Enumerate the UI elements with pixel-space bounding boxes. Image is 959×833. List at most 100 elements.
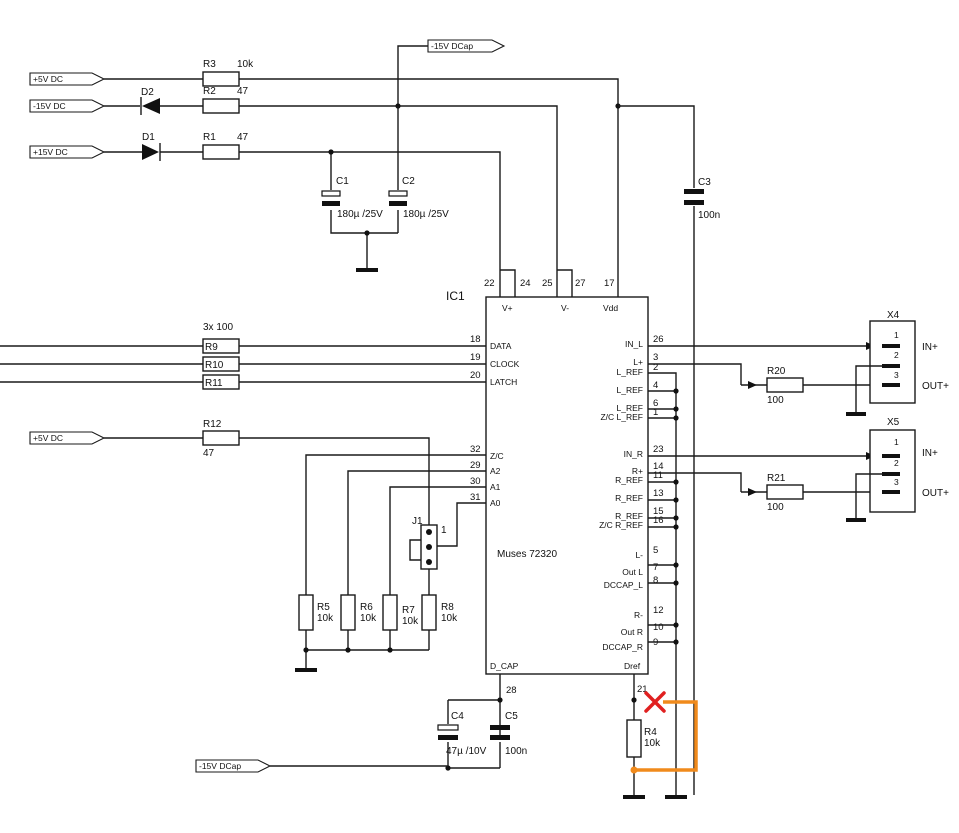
pin-23: 23 bbox=[653, 444, 664, 455]
capacitor-c3-a bbox=[684, 189, 704, 194]
x4-in: IN+ bbox=[922, 342, 938, 353]
pin-31: 31 bbox=[470, 492, 481, 503]
resistor-r5 bbox=[298, 594, 314, 631]
sig-out-r: Out R bbox=[621, 627, 643, 637]
port-m15v-dcap-top: -15V DCap bbox=[427, 39, 506, 53]
port-m15v-dcap-top-label: -15V DCap bbox=[431, 41, 473, 51]
pin-15: 15 bbox=[653, 506, 664, 517]
sig-r-ref: R_REF bbox=[615, 511, 643, 521]
r5-value: 10k bbox=[317, 613, 334, 624]
sig-r-: R- bbox=[634, 610, 643, 620]
pin-29: 29 bbox=[470, 460, 481, 471]
highlight-node bbox=[630, 766, 638, 774]
sig-l-ref: L_REF bbox=[617, 367, 643, 377]
c1-value: 180µ /25V bbox=[337, 209, 383, 220]
sig-data: DATA bbox=[490, 341, 512, 351]
pin-3: 3 bbox=[653, 352, 658, 363]
sig-a0: A0 bbox=[490, 498, 501, 508]
ic1-name: Muses 72320 bbox=[497, 549, 557, 560]
c5-ref: C5 bbox=[505, 711, 518, 722]
resistor-r2 bbox=[202, 98, 240, 114]
ic1-vdd: Vdd bbox=[603, 303, 618, 313]
connector-x4: X4 1 2 3 IN+ OUT+ bbox=[846, 310, 949, 416]
r5-ref: R5 bbox=[317, 602, 330, 613]
resistor-r12 bbox=[202, 430, 240, 446]
diode-d2 bbox=[142, 98, 160, 114]
sig-r-ref: R_REF bbox=[615, 493, 643, 503]
pin-1: 1 bbox=[653, 407, 658, 418]
capacitor-c4-plus bbox=[437, 724, 459, 731]
diode-d1 bbox=[142, 144, 159, 160]
sig-l-: L- bbox=[635, 550, 643, 560]
pin-13: 13 bbox=[653, 488, 664, 499]
pin-22: 22 bbox=[484, 278, 495, 289]
pin-14: 14 bbox=[653, 461, 664, 472]
j1-pin1: 1 bbox=[441, 525, 447, 536]
x5-in: IN+ bbox=[922, 448, 938, 459]
c4-value: 47µ /10V bbox=[446, 746, 487, 757]
r2-ref: R2 bbox=[203, 86, 216, 97]
port-p5v-top: +5V DC bbox=[29, 72, 106, 86]
resistor-r20 bbox=[766, 377, 804, 393]
r21-ref: R21 bbox=[767, 473, 786, 484]
pin-17: 17 bbox=[604, 278, 615, 289]
x4-ref: X4 bbox=[887, 310, 900, 321]
pin-16: 16 bbox=[653, 515, 664, 526]
connector-x5: X5 1 2 3 IN+ OUT+ bbox=[846, 417, 949, 522]
r-array-label: 3x 100 bbox=[203, 322, 233, 333]
r4-value: 10k bbox=[644, 738, 661, 749]
capacitor-c2 bbox=[389, 201, 407, 206]
port-p5v-mid: +5V DC bbox=[29, 431, 106, 445]
r6-value: 10k bbox=[360, 613, 377, 624]
resistor-r8 bbox=[421, 594, 437, 631]
port-m15v-dcap-bot-label: -15V DCap bbox=[199, 761, 241, 771]
ic1-vminus: V- bbox=[561, 303, 569, 313]
r7-ref: R7 bbox=[402, 605, 415, 616]
port-p5v-top-label: +5V DC bbox=[33, 74, 63, 84]
x5-p1: 1 bbox=[894, 437, 899, 447]
sig-dccap-r: DCCAP_R bbox=[602, 642, 643, 652]
r9-ref: R9 bbox=[205, 342, 218, 353]
r8-value: 10k bbox=[441, 613, 458, 624]
x4-p3: 3 bbox=[894, 370, 899, 380]
j1-ref: J1 bbox=[412, 516, 423, 527]
sig-r-ref: R_REF bbox=[615, 475, 643, 485]
capacitor-c5-a bbox=[490, 725, 510, 730]
pin-28: 28 bbox=[506, 685, 517, 696]
port-p5v-mid-label: +5V DC bbox=[33, 433, 63, 443]
jumper-j1[interactable]: J1 1 bbox=[409, 516, 447, 570]
port-m15v-dcap-bot: -15V DCap bbox=[195, 759, 272, 773]
pin-2: 2 bbox=[653, 362, 658, 373]
sig-latch: LATCH bbox=[490, 377, 517, 387]
x4-out: OUT+ bbox=[922, 381, 949, 392]
x4-p1: 1 bbox=[894, 330, 899, 340]
r3-value: 10k bbox=[237, 59, 254, 70]
resistor-r21 bbox=[766, 484, 804, 500]
pin-8: 8 bbox=[653, 575, 658, 586]
pin-24: 24 bbox=[520, 278, 531, 289]
resistor-r3 bbox=[202, 71, 240, 87]
resistor-r7 bbox=[382, 594, 398, 631]
capacitor-c1-plus bbox=[321, 190, 341, 197]
c3-ref: C3 bbox=[698, 177, 711, 188]
sig-r-: R+ bbox=[632, 466, 643, 476]
r2-value: 47 bbox=[237, 86, 249, 97]
highlight-wire bbox=[634, 700, 698, 772]
pin-4: 4 bbox=[653, 380, 658, 391]
r7-value: 10k bbox=[402, 616, 419, 627]
port-p15v: +15V DC bbox=[29, 145, 106, 159]
r4-ref: R4 bbox=[644, 727, 657, 738]
pin-27: 27 bbox=[575, 278, 586, 289]
resistor-r10 bbox=[202, 356, 240, 372]
r21-value: 100 bbox=[767, 502, 784, 513]
sig-in-l: IN_L bbox=[625, 339, 643, 349]
r3-ref: R3 bbox=[203, 59, 216, 70]
d2-label: D2 bbox=[141, 87, 154, 98]
ic1-left-pins: 18 DATA 19 CLOCK 20 LATCH 32 Z/C 29 A2 3… bbox=[470, 334, 520, 508]
capacitor-c4 bbox=[438, 735, 458, 740]
port-m15v: -15V DC bbox=[29, 99, 106, 113]
x5-out: OUT+ bbox=[922, 488, 949, 499]
x5-ref: X5 bbox=[887, 417, 900, 428]
sig-a2: A2 bbox=[490, 466, 501, 476]
